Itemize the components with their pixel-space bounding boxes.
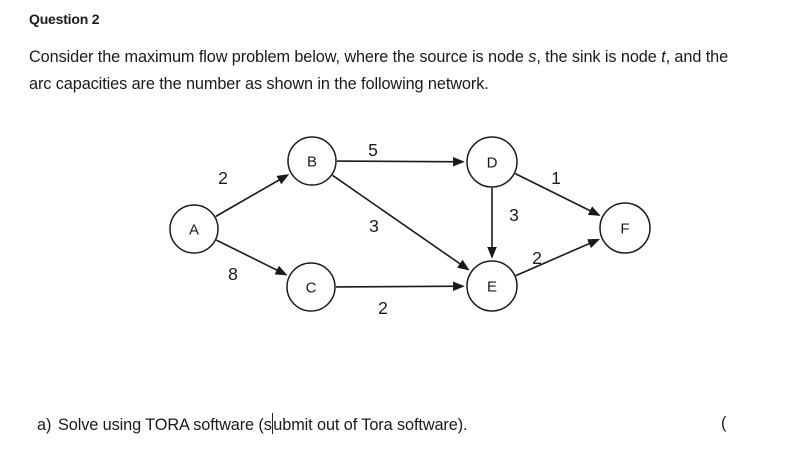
node-B — [287, 136, 337, 186]
edge-capacity-B-E: 3 — [369, 216, 379, 236]
node-label-F: F — [620, 221, 629, 238]
intro-text-italic: s — [528, 48, 537, 66]
edge-arrow-A-C — [216, 239, 288, 276]
edge-capacity-A-C: 8 — [228, 264, 238, 284]
edge-capacity-D-E: 3 — [509, 205, 519, 225]
intro-text-italic: t — [661, 48, 666, 66]
question-title: Question 2 — [29, 11, 100, 27]
edge-capacity-D-F: 1 — [551, 168, 561, 188]
node-A — [169, 204, 219, 254]
node-label-E: E — [487, 279, 497, 296]
node-label-A: A — [189, 222, 199, 239]
intro-text: Consider the maximum flow problem below,… — [29, 48, 529, 66]
node-F — [599, 202, 651, 254]
open-paren: ( — [721, 414, 727, 432]
intro-text: , the sink is node — [536, 48, 662, 66]
task-text-after-caret: ubmit out of Tora software). — [273, 416, 468, 434]
edge-arrow-D-F — [514, 172, 601, 216]
edge-capacity-C-E: 2 — [378, 298, 388, 318]
node-label-B: B — [307, 154, 317, 171]
intro-line: Consider the maximum flow problem below,… — [29, 44, 728, 71]
intro-text: , and the — [665, 48, 729, 66]
edge-arrow-C-E — [335, 281, 465, 292]
node-C — [286, 262, 336, 312]
intro-paragraph: Consider the maximum flow problem below,… — [29, 44, 728, 98]
task-text[interactable]: Solve using TORA software (submit out of… — [58, 413, 468, 437]
edge-arrow-A-B — [215, 174, 290, 218]
edge-capacity-E-F: 2 — [532, 248, 542, 268]
node-label-D: D — [487, 155, 498, 172]
task-item-a[interactable]: a) Solve using TORA software (submit out… — [37, 413, 468, 437]
edge-arrow-E-F — [515, 238, 601, 277]
node-D — [466, 136, 518, 188]
edge-capacity-A-B: 2 — [218, 168, 228, 188]
text-cursor-caret — [271, 413, 274, 434]
edge-capacity-B-D: 5 — [368, 140, 378, 160]
node-E — [466, 260, 518, 312]
intro-text: arc capacities are the number as shown i… — [29, 75, 489, 93]
task-text-before-caret: Solve using TORA software (s — [58, 416, 272, 434]
intro-line: arc capacities are the number as shown i… — [29, 71, 728, 98]
node-label-C: C — [306, 280, 317, 297]
edge-arrow-B-D — [336, 156, 465, 167]
task-list-marker: a) — [37, 416, 52, 434]
edge-arrow-B-E — [332, 174, 470, 271]
